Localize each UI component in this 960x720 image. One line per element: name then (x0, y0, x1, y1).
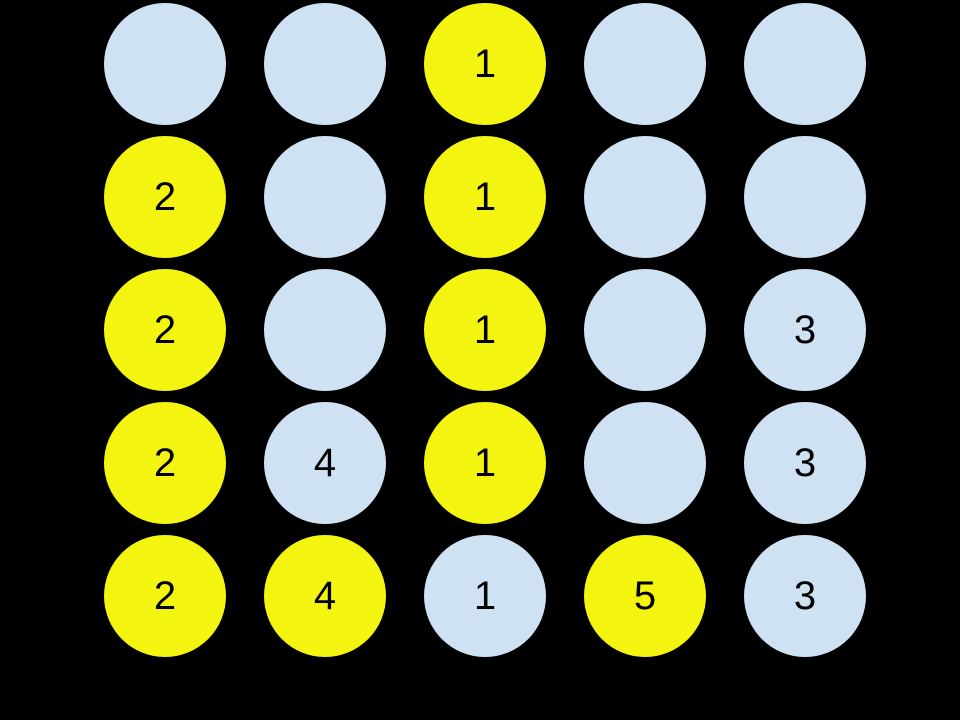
circle-r2-c4[interactable] (584, 136, 706, 258)
circle-r2-c3[interactable]: 1 (424, 136, 546, 258)
circle-r5-c2[interactable]: 4 (264, 535, 386, 657)
circle-r5-c4[interactable]: 5 (584, 535, 706, 657)
circle-r5-c3[interactable]: 1 (424, 535, 546, 657)
circle-number: 1 (473, 308, 497, 352)
circle-number: 1 (473, 574, 497, 618)
circle-r4-c5[interactable]: 3 (744, 402, 866, 524)
circle-r3-c1[interactable]: 2 (104, 269, 226, 391)
circle-r2-c2[interactable] (264, 136, 386, 258)
circle-r4-c2[interactable]: 4 (264, 402, 386, 524)
circle-number: 2 (153, 441, 177, 485)
circle-r4-c1[interactable]: 2 (104, 402, 226, 524)
circle-number: 2 (153, 574, 177, 618)
circle-r1-c1[interactable] (104, 3, 226, 125)
circle-number: 5 (633, 574, 657, 618)
circle-grid: 1 2 1 2 1 3 2 4 1 3 2 4 1 5 3 (104, 3, 866, 657)
circle-r1-c2[interactable] (264, 3, 386, 125)
circle-number: 4 (313, 574, 337, 618)
circle-number: 1 (473, 441, 497, 485)
circle-number: 4 (313, 441, 337, 485)
circle-number: 3 (793, 441, 817, 485)
circle-number: 2 (153, 175, 177, 219)
circle-r2-c1[interactable]: 2 (104, 136, 226, 258)
circle-r3-c5[interactable]: 3 (744, 269, 866, 391)
circle-r5-c5[interactable]: 3 (744, 535, 866, 657)
circle-r4-c3[interactable]: 1 (424, 402, 546, 524)
circle-r5-c1[interactable]: 2 (104, 535, 226, 657)
circle-r1-c3[interactable]: 1 (424, 3, 546, 125)
circle-r3-c4[interactable] (584, 269, 706, 391)
circle-number: 3 (793, 308, 817, 352)
circle-r3-c3[interactable]: 1 (424, 269, 546, 391)
circle-r4-c4[interactable] (584, 402, 706, 524)
circle-r1-c4[interactable] (584, 3, 706, 125)
circle-r2-c5[interactable] (744, 136, 866, 258)
circle-number: 1 (473, 42, 497, 86)
circle-r1-c5[interactable] (744, 3, 866, 125)
circle-r3-c2[interactable] (264, 269, 386, 391)
circle-number: 1 (473, 175, 497, 219)
circle-number: 3 (793, 574, 817, 618)
circle-number: 2 (153, 308, 177, 352)
